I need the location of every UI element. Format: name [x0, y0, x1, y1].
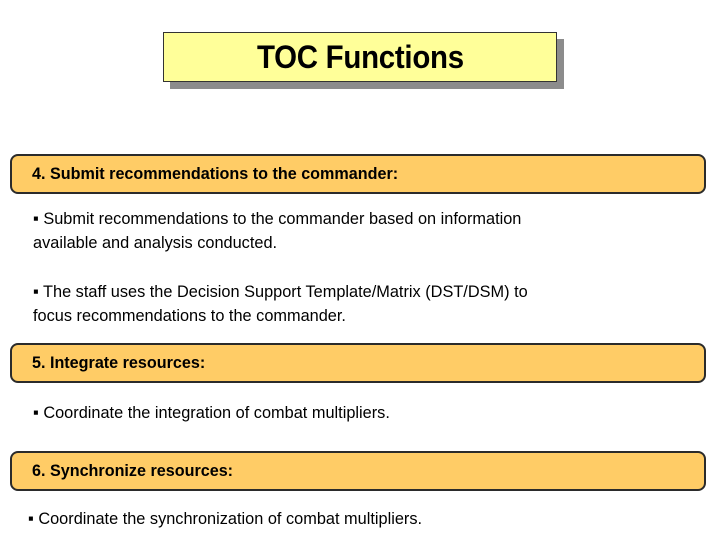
section-heading: 4. Submit recommendations to the command… [32, 164, 399, 183]
bullet-item: ▪ Coordinate the synchronization of comb… [28, 509, 423, 528]
section-heading: 5. Integrate resources: [32, 353, 206, 372]
section-header-integrate-resources: 5. Integrate resources: [10, 343, 706, 383]
section-heading: 6. Synchronize resources: [32, 461, 234, 480]
section-header-synchronize-resources: 6. Synchronize resources: [10, 451, 706, 491]
section-header-submit-recommendations: 4. Submit recommendations to the command… [10, 154, 706, 194]
bullet-item: ▪ Submit recommendations to the commande… [33, 209, 522, 252]
page-title: TOC Functions [256, 38, 464, 75]
bullet-item: ▪ Coordinate the integration of combat m… [33, 403, 390, 422]
title-box: TOC Functions [163, 32, 557, 82]
bullet-item: ▪ The staff uses the Decision Support Te… [33, 282, 528, 325]
